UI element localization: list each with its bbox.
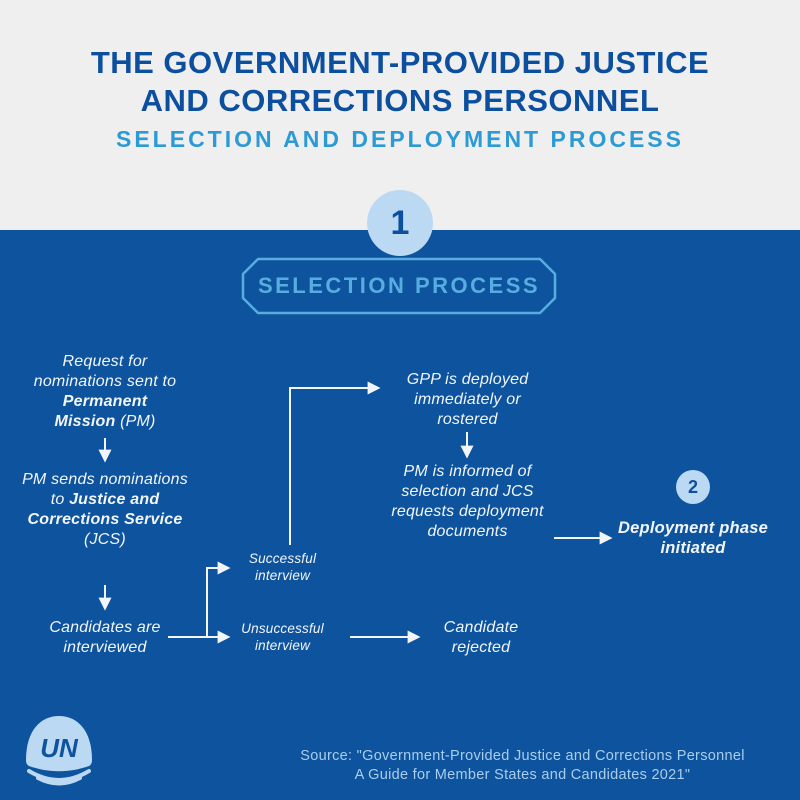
node-candidates-interviewed: Candidates are interviewed <box>49 619 161 656</box>
arrow-successful-to-gpp <box>289 381 381 545</box>
source-line1: Source: "Government-Provided Justice and… <box>300 748 745 764</box>
page-title-line1: THE GOVERNMENT-PROVIDED JUSTICE <box>90 45 710 80</box>
un-logo-text: UN <box>40 733 79 763</box>
step-2-circle: 2 <box>676 470 710 504</box>
node-pm-sends-bold: Justice and Corrections Service <box>27 491 183 528</box>
node-pm-informed: PM is informed of selection and JCS requ… <box>391 463 544 540</box>
node-gpp-deployed: GPP is deployed immediately or rostered <box>406 371 529 428</box>
node-deployment-phase: Deployment phase initiated <box>618 519 768 557</box>
source-attribution: Source: "Government-Provided Justice and… <box>255 747 790 785</box>
laurel-arc-outer <box>27 769 91 782</box>
node-candidate-rejected: Candidate rejected <box>443 619 519 656</box>
node-request-post: (PM) <box>115 413 156 430</box>
node-pm-sends-text: PM sends nominations to <box>22 471 188 508</box>
helmet-shape <box>26 716 92 772</box>
step-1-circle: 1 <box>367 190 433 256</box>
un-helmet-logo: UN <box>26 716 92 786</box>
page-title-line2: AND CORRECTIONS PERSONNEL <box>140 83 660 118</box>
badge-outline-shape <box>241 257 557 315</box>
selection-process-badge: SELECTION PROCESS <box>240 256 558 316</box>
node-request-nominations: Request for nominations sent to Permanen… <box>30 352 180 432</box>
node-successful-interview: Successful interview <box>248 551 317 583</box>
badge-label: SELECTION PROCESS <box>257 273 541 298</box>
node-unsuccessful-interview: Unsuccessful interview <box>241 621 324 653</box>
laurel-arc-inner <box>36 776 82 786</box>
node-request-bold: Permanent Mission <box>54 393 148 430</box>
source-line2: A Guide for Member States and Candidates… <box>354 767 691 783</box>
node-pm-sends-post: (JCS) <box>84 531 126 548</box>
node-pm-sends: PM sends nominations to Justice and Corr… <box>22 470 188 550</box>
node-request-text: Request for nominations sent to <box>33 353 177 390</box>
arrow-branch-to-successful <box>206 561 231 637</box>
page-title: THE GOVERNMENT-PROVIDED JUSTICE AND CORR… <box>0 44 800 120</box>
page-subtitle: SELECTION AND DEPLOYMENT PROCESS <box>116 126 684 152</box>
